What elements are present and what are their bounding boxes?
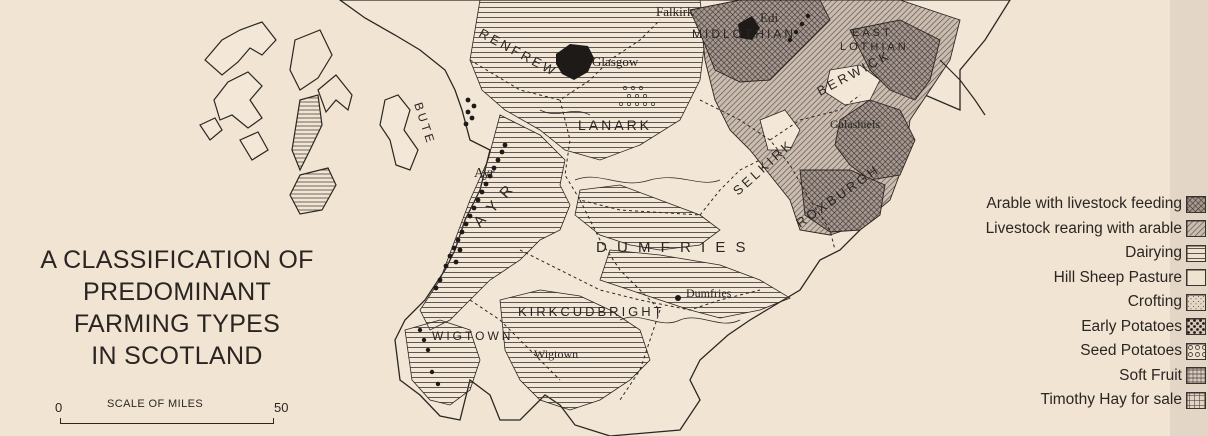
scale-bar: 0 SCALE OF MILES 50	[52, 398, 302, 428]
county-east-lothian-1: EAST	[852, 27, 893, 39]
title-line-3: FARMING TYPES	[73, 310, 281, 338]
legend-item: Hill Sheep Pasture	[916, 266, 1206, 291]
rivers	[539, 109, 741, 324]
label-falkirk: Falkirk	[656, 4, 694, 19]
east-coastline	[939, 59, 986, 116]
legend-item: Timothy Hay for sale	[916, 388, 1206, 413]
county-dumfries: D U M F R I E S	[596, 239, 749, 256]
legend-item: Dairying	[916, 241, 1206, 266]
legend-item: Seed Potatoes	[916, 339, 1206, 364]
dairying-areas	[404, 0, 791, 411]
city-edinburgh-blob	[738, 16, 760, 40]
label-dumfries-town: Dumfries	[686, 286, 732, 300]
legend-label: Livestock rearing with arable	[985, 219, 1182, 237]
county-kirkcudbright: KIRKCUDBRIGHT	[518, 304, 665, 319]
page-edge-shade	[1170, 0, 1208, 436]
label-edinburgh: Edi	[760, 10, 778, 25]
legend-item: Soft Fruit	[916, 364, 1206, 389]
title-line-2: PREDOMINANT	[82, 278, 272, 306]
legend-swatch-grid	[1186, 391, 1206, 409]
legend-swatch-rings	[1186, 342, 1206, 360]
legend-swatch-crosshatch	[1186, 195, 1206, 213]
county-east-lothian-2: LOTHIAN	[840, 41, 909, 53]
label-galashiels: Galashiels	[830, 117, 880, 131]
scale-end: 50	[274, 400, 289, 415]
bute-island	[379, 94, 419, 171]
scale-start: 0	[55, 400, 63, 415]
label-ayr: Ayr	[474, 166, 495, 181]
county-boundaries	[469, 19, 861, 401]
label-wigtown-town: Wigtown	[534, 347, 578, 361]
legend-label: Timothy Hay for sale	[1040, 391, 1182, 409]
legend-item: Livestock rearing with arable	[916, 217, 1206, 242]
legend-item: Crofting	[916, 290, 1206, 315]
legend-swatch-diagonal	[1186, 220, 1206, 238]
title-line-4: IN SCOTLAND	[91, 342, 263, 370]
county-midlothian: MIDLOTHIAN	[692, 27, 796, 41]
legend-swatch-dots	[1186, 318, 1206, 336]
county-wigtown: WIGTOWN	[432, 329, 513, 343]
legend-swatch-blank	[1186, 269, 1206, 287]
title-line-1: A CLASSIFICATION OF	[40, 246, 314, 274]
legend-label: Arable with livestock feeding	[986, 195, 1182, 213]
scale-label: SCALE OF MILES	[107, 398, 204, 410]
legend-label: Hill Sheep Pasture	[1053, 268, 1182, 286]
western-islands	[199, 21, 353, 215]
map-title: A CLASSIFICATION OF PREDOMINANT FARMING …	[12, 244, 342, 372]
legend-swatch-horizontal	[1186, 244, 1206, 262]
legend-swatch-stipple	[1186, 293, 1206, 311]
scale-line	[60, 418, 274, 424]
dumfries-dot	[675, 295, 681, 301]
city-glasgow-blob	[556, 44, 594, 80]
early-potato-strips	[417, 13, 811, 387]
legend-item: Arable with livestock feeding	[916, 192, 1206, 217]
legend-label: Crofting	[1127, 293, 1182, 311]
county-lanark: LANARK	[578, 117, 652, 133]
arable-feeding-areas	[689, 0, 941, 233]
legend-label: Soft Fruit	[1119, 366, 1182, 384]
legend-label: Dairying	[1125, 244, 1182, 262]
hill-sheep-patches	[759, 64, 881, 151]
seed-potato-cluster	[619, 86, 655, 106]
legend-label: Early Potatoes	[1081, 317, 1182, 335]
legend-swatch-fruit	[1186, 367, 1206, 385]
legend-label: Seed Potatoes	[1080, 342, 1182, 360]
legend-item: Early Potatoes	[916, 315, 1206, 340]
label-glasgow: Glasgow	[592, 54, 639, 69]
